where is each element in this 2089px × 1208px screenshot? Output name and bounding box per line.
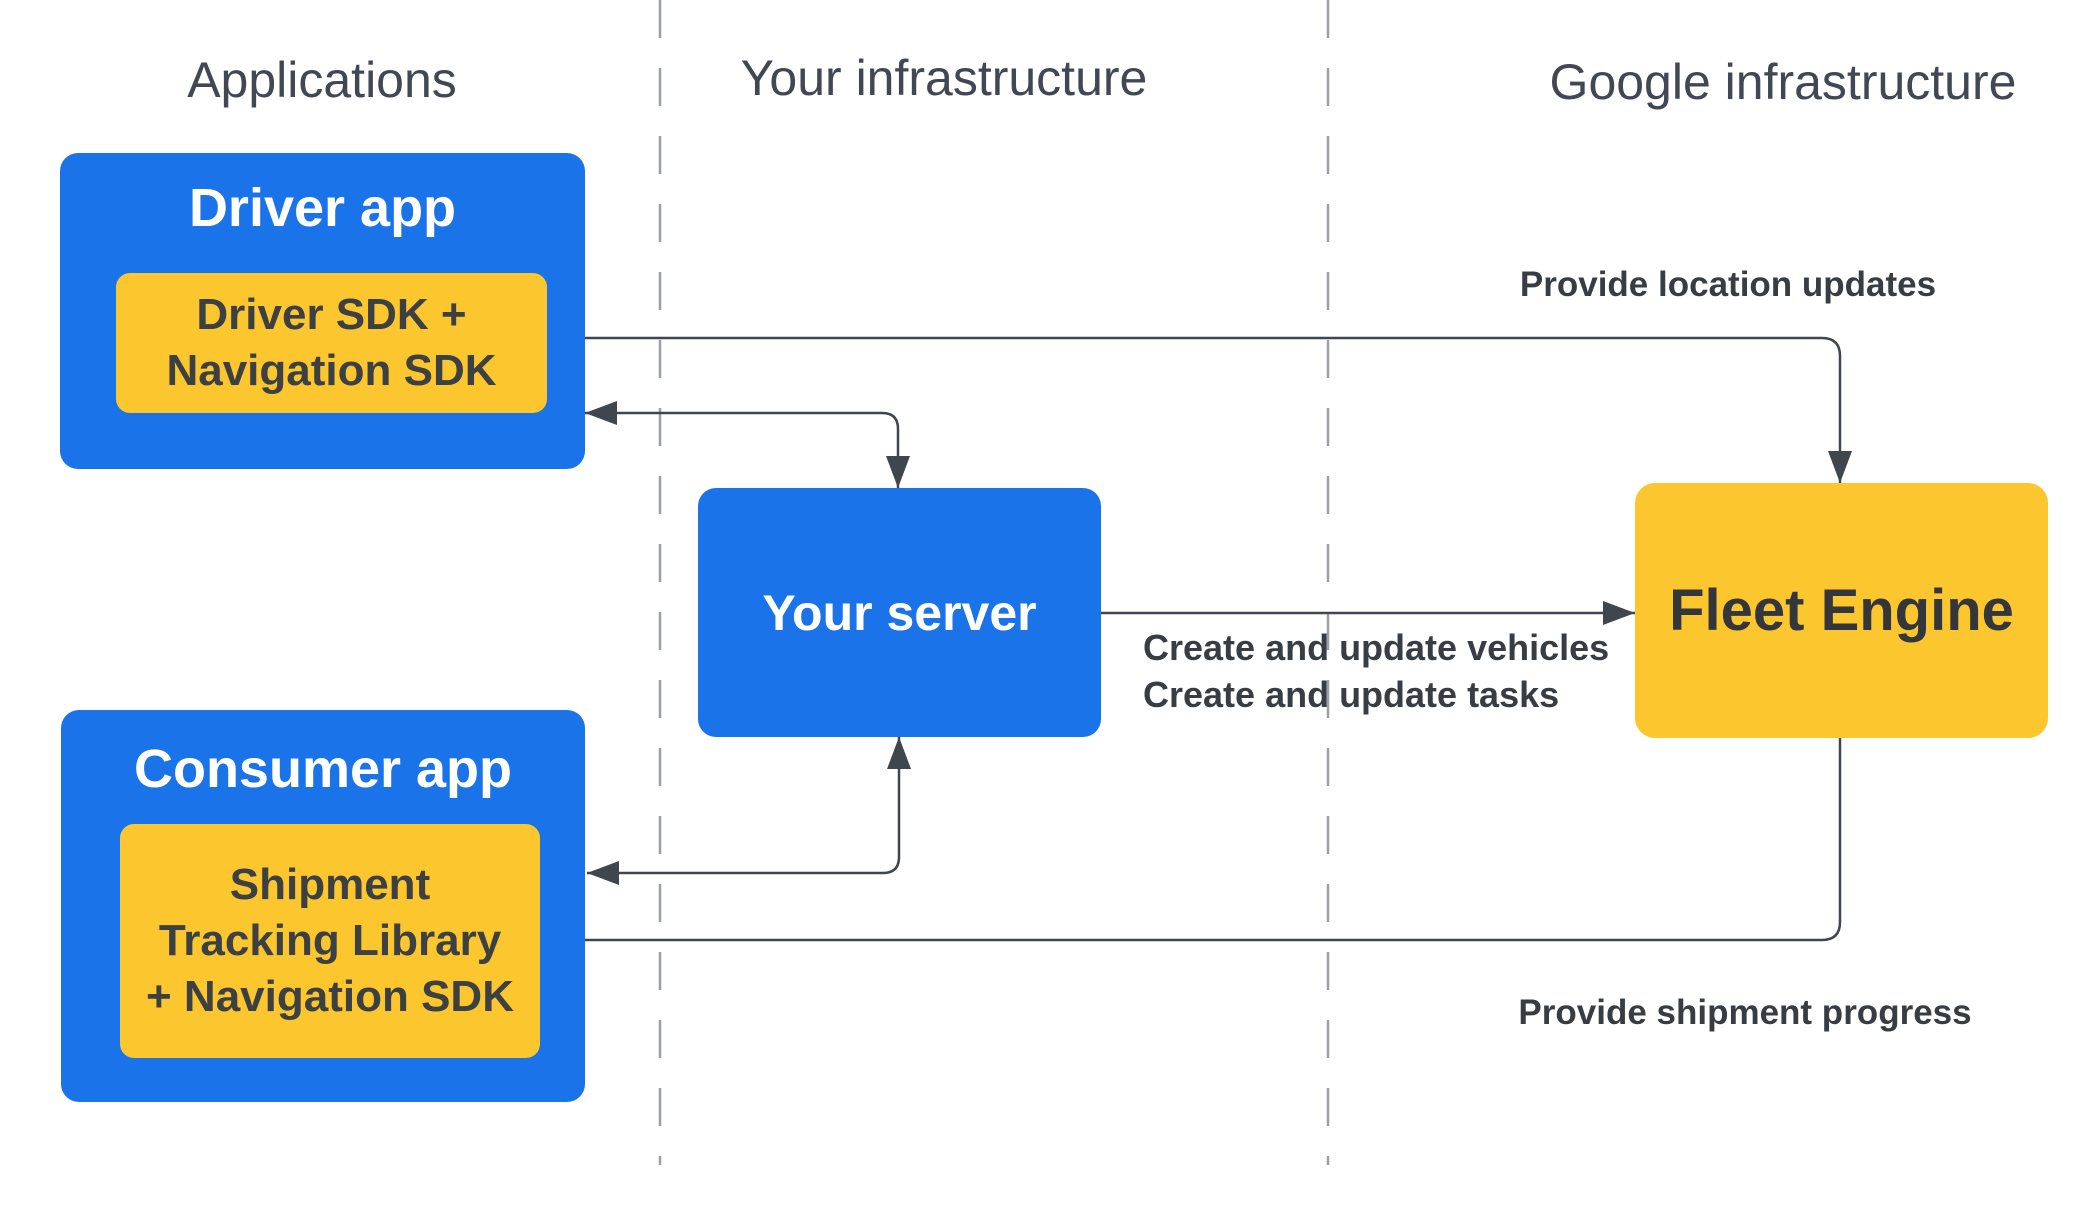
driver-app-node: Driver app Driver SDK + Navigation SDK xyxy=(60,153,585,469)
driver-sdk-line-1: Driver SDK + xyxy=(196,289,467,339)
arrowhead-into-fleet-engine-left xyxy=(1603,601,1635,625)
column-header-google-infrastructure: Google infrastructure xyxy=(1549,54,2017,110)
driver-app-title: Driver app xyxy=(188,178,457,238)
label-create-update-vehicles: Create and update vehicles xyxy=(1143,627,1610,668)
label-provide-location-updates: Provide location updates xyxy=(1519,265,1937,304)
edge-driver-app-your-server xyxy=(585,411,900,488)
shipment-library-line-2: Tracking Library xyxy=(158,915,502,965)
column-header-applications: Applications xyxy=(187,52,457,108)
driver-sdk-line-2: Navigation SDK xyxy=(166,346,497,395)
shipment-library-node: Shipment Tracking Library + Navigation S… xyxy=(120,824,540,1058)
consumer-app-title: Consumer app xyxy=(133,739,513,799)
label-provide-shipment-progress: Provide shipment progress xyxy=(1518,993,1972,1032)
arrowhead-into-your-server-top xyxy=(886,456,910,488)
arrowhead-into-fleet-engine-top xyxy=(1828,451,1852,483)
driver-sdk-node: Driver SDK + Navigation SDK xyxy=(116,273,547,413)
consumer-app-node: Consumer app Shipment Tracking Library +… xyxy=(61,710,585,1102)
arrowhead-into-consumer-app xyxy=(587,861,619,885)
arrowhead-into-driver-app xyxy=(585,401,617,425)
label-create-update: Create and update vehicles Create and up… xyxy=(1143,624,1609,718)
fleet-engine-node: Fleet Engine xyxy=(1635,483,2048,738)
shipment-library-line-3: + Navigation SDK xyxy=(146,972,514,1022)
label-create-update-tasks: Create and update tasks xyxy=(1143,674,1560,715)
edge-provide-location-updates xyxy=(547,336,1842,483)
fleet-engine-title: Fleet Engine xyxy=(1669,578,2014,643)
arrowhead-into-your-server-bottom xyxy=(887,737,911,769)
edge-provide-shipment-progress xyxy=(540,738,1842,942)
your-server-node: Your server xyxy=(698,488,1101,737)
column-header-your-infrastructure: Your infrastructure xyxy=(740,50,1148,106)
shipment-library-line-1: Shipment xyxy=(229,859,431,909)
your-server-title: Your server xyxy=(762,584,1037,641)
edge-consumer-app-your-server xyxy=(587,737,901,875)
